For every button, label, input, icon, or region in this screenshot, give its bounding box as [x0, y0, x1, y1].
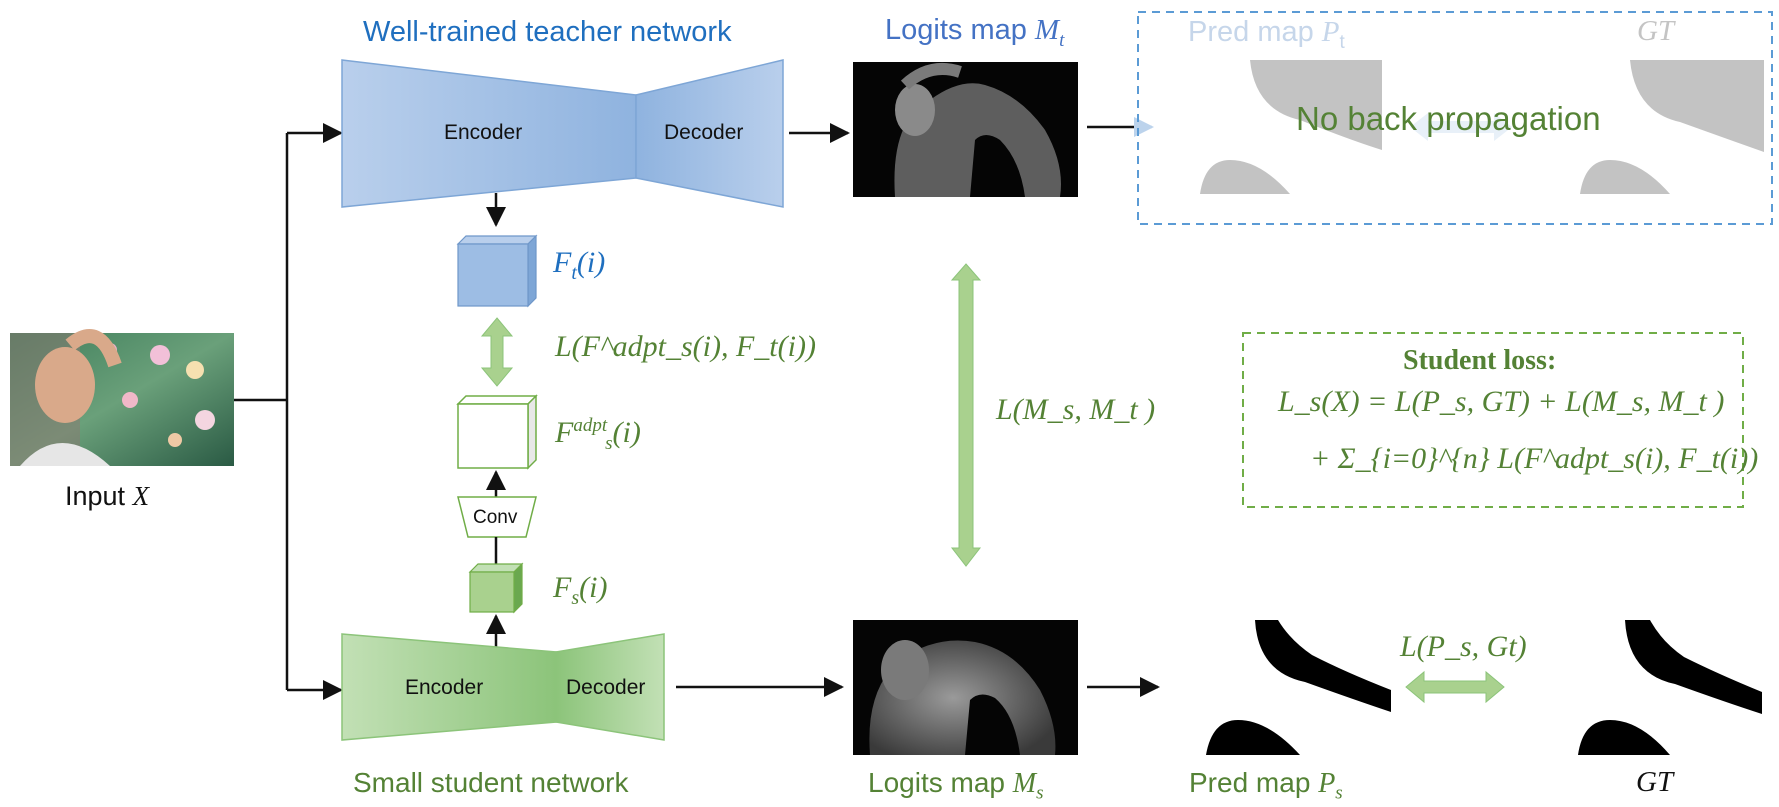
- adapted-feature-label: Fadpts(i): [555, 415, 641, 454]
- input-connector: [234, 123, 343, 700]
- teacher-encoder-label: Encoder: [444, 121, 523, 144]
- student-encoder-label: Encoder: [405, 676, 484, 699]
- no-backprop-label: No back propagation: [1296, 100, 1601, 137]
- student-logits-label: Logits map Ms: [868, 767, 1044, 804]
- logits-loss-arrow: [950, 263, 982, 567]
- teacher-pred-label: Pred map Pt: [1188, 16, 1345, 53]
- feature-loss-arrow: [480, 317, 514, 387]
- input-label: Input X: [65, 481, 151, 511]
- student-loss-line1: L_s(X) = L(P_s, GT) + L(M_s, M_t ): [1278, 385, 1725, 418]
- teacher-logits-image: [853, 62, 1078, 197]
- student-gt-image: [1537, 620, 1762, 755]
- conv-block: [457, 496, 537, 538]
- teacher-gt-label: GT: [1637, 15, 1675, 47]
- student-decoder-block: [555, 633, 665, 741]
- teacher-decoder-block: [635, 59, 784, 208]
- student-pred-image: [1166, 620, 1391, 755]
- student-loss-box: [1242, 332, 1744, 508]
- student-decoder-label: Decoder: [566, 676, 646, 699]
- teacher-gt-image: [1540, 60, 1764, 194]
- no-backprop-dashed-box: [1137, 11, 1773, 225]
- pred-loss-label: L(P_s, Gt): [1400, 630, 1527, 663]
- teacher-logits-label: Logits map Mt: [885, 14, 1065, 51]
- faint-double-arrow: [1410, 113, 1512, 141]
- student-feature-label: Fs(i): [553, 571, 608, 609]
- student-feature-cube: [468, 562, 524, 614]
- pred-loss-arrow: [1405, 670, 1505, 704]
- teacher-feature-cube: [456, 234, 538, 308]
- teacher-decoder-label: Decoder: [664, 121, 744, 144]
- teacher-feature-label: Ft(i): [553, 246, 606, 284]
- student-loss-title: Student loss:: [1403, 345, 1557, 376]
- adapted-feature-cube: [456, 394, 538, 470]
- feature-loss-label: L(F^adpt_s(i), F_t(i)): [555, 330, 816, 363]
- student-pred-label: Pred map Ps: [1189, 767, 1343, 804]
- teacher-network: [341, 59, 784, 208]
- conv-label: Conv: [473, 507, 518, 528]
- student-network: [341, 633, 665, 741]
- student-title: Small student network: [353, 767, 629, 798]
- teacher-title: Well-trained teacher network: [363, 16, 732, 48]
- teacher-pred-image: [1158, 60, 1382, 194]
- student-gt-label: GT: [1636, 766, 1674, 798]
- student-logits-image: [853, 620, 1078, 755]
- logits-loss-label: L(M_s, M_t ): [996, 393, 1156, 426]
- input-image: [10, 329, 234, 466]
- student-loss-line2: + Σ_{i=0}^{n} L(F^adpt_s(i), F_t(i)): [1310, 442, 1759, 475]
